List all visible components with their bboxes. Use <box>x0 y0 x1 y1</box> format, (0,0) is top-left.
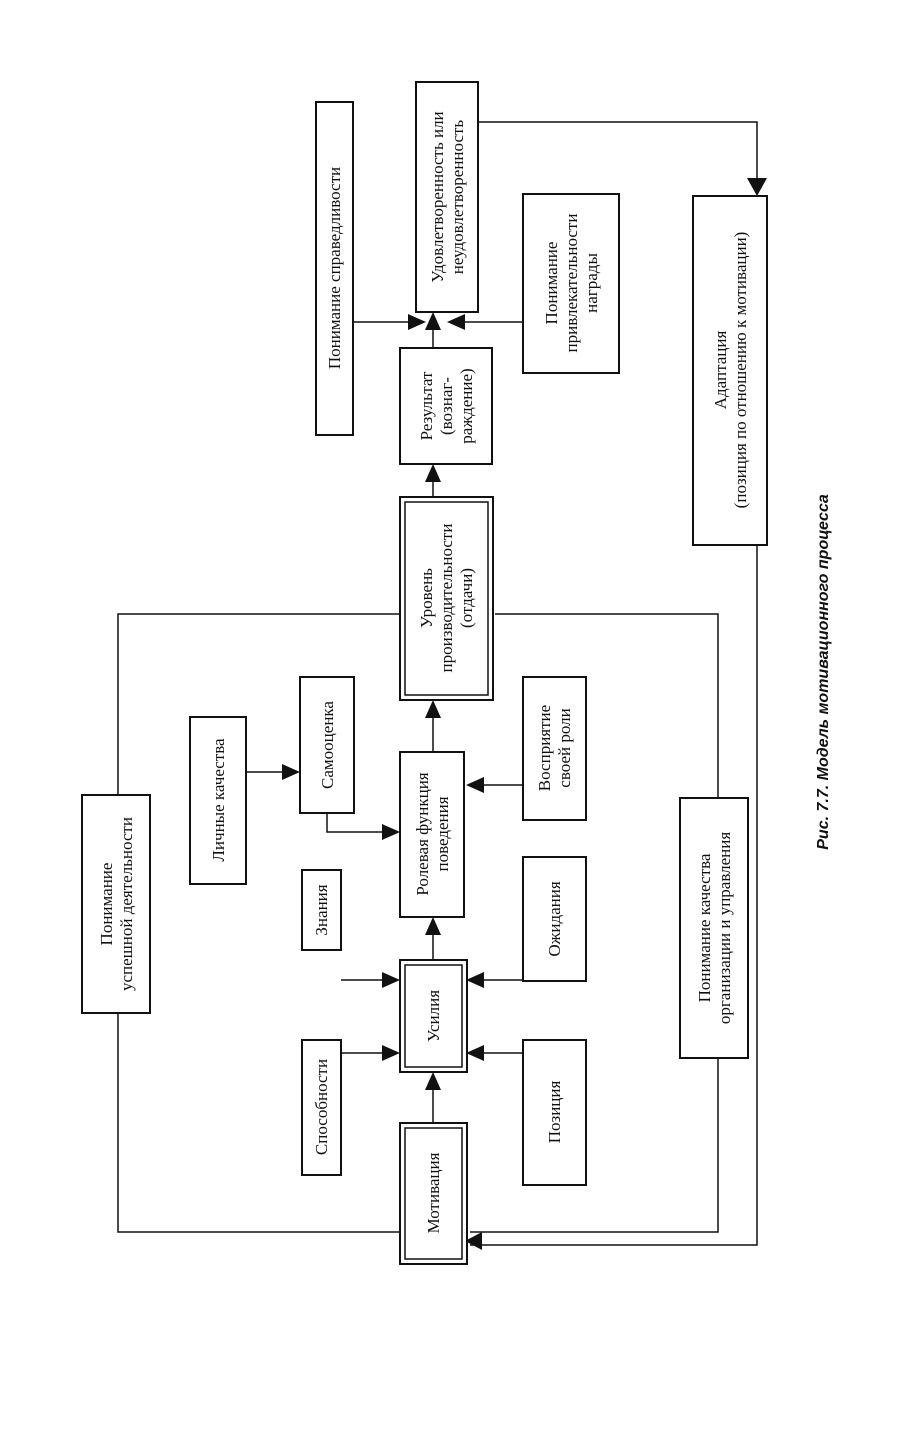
adaptation-bottom-line <box>470 545 758 1246</box>
motivation-box-inner <box>404 1127 463 1260</box>
performance-line-2: производительности <box>437 524 456 673</box>
role-behavior-box <box>399 751 465 918</box>
role-behavior-label: Ролевая функцияповедения <box>413 772 452 895</box>
arrow-into-performance <box>425 700 441 718</box>
arrow-abilities <box>382 1045 400 1061</box>
satisfaction-line-1: Удовлетворенность или <box>428 111 447 282</box>
arrow-reward <box>447 314 465 330</box>
arrow-knowledge <box>382 972 400 988</box>
reward-attractiveness-label: Пониманиепривлекательностинаграды <box>542 214 601 353</box>
satisfaction-label: Удовлетворенность илинеудовлетворенность <box>428 111 467 282</box>
personal-qualities-label: Личные качества <box>209 738 228 862</box>
reward-attractiveness-line-1: Понимание <box>542 242 561 325</box>
fairness-understanding-box <box>315 101 354 436</box>
arrowheads <box>282 178 767 1250</box>
position-line-1: Позиция <box>545 1081 564 1144</box>
performance-line-1: Уровень <box>417 568 436 628</box>
fairness-understanding-line-1: Понимание справедливости <box>325 167 344 369</box>
satisfaction-line-2: неудовлетворенность <box>448 120 467 275</box>
adaptation-line-1: Адаптация <box>711 331 730 410</box>
arrow-selfesteem-role <box>382 824 400 840</box>
expectations-label: Ожидания <box>545 881 564 957</box>
personal-qualities-line-1: Личные качества <box>209 738 228 862</box>
success-understanding-label: Пониманиеуспешной деятельности <box>97 817 136 991</box>
abilities-line-1: Способности <box>312 1059 331 1155</box>
figure-caption: Рис. 7.7. Модель мотивационного процесса <box>815 494 832 850</box>
adaptation-label: Адаптация(позиция по отношению к мотивац… <box>711 232 750 509</box>
role-perception-box <box>522 676 587 821</box>
boxes <box>81 81 768 1265</box>
arrow-roleperception <box>466 777 484 793</box>
arrow-position <box>466 1045 484 1061</box>
motivation-box <box>399 1122 468 1265</box>
performance-line-3: (отдачи) <box>457 568 476 628</box>
adaptation-box <box>692 195 768 546</box>
role-perception-line-1: Восприятие <box>535 705 554 791</box>
satisfaction-box <box>415 81 479 313</box>
adaptation-top-line <box>478 121 758 185</box>
role-behavior-line-2: поведения <box>433 796 452 871</box>
arrow-into-satisfaction <box>425 312 441 330</box>
selfesteem-to-role-line <box>326 813 388 833</box>
self-esteem-line-1: Самооценка <box>318 701 337 789</box>
expectations-line-1: Ожидания <box>545 881 564 957</box>
org-quality-understanding-label: Понимание качестваорганизации и управлен… <box>695 832 734 1025</box>
role-behavior-line-1: Ролевая функция <box>413 772 432 895</box>
arrow-fairness <box>408 314 426 330</box>
self-esteem-label: Самооценка <box>318 701 337 789</box>
knowledge-box <box>301 869 342 951</box>
self-esteem-box <box>299 676 355 814</box>
result-line-2: (вознаг- <box>437 377 456 435</box>
reward-attractiveness-line-2: привлекательности <box>562 214 581 353</box>
arrow-expectations <box>466 972 484 988</box>
performance-box <box>399 496 494 701</box>
position-box <box>522 1039 587 1186</box>
effort-label: Усилия <box>424 990 443 1042</box>
labels: Мотивация Усилия Ролевая функцияповедени… <box>97 111 832 1233</box>
org-quality-understanding-box <box>679 797 749 1059</box>
arrow-into-effort <box>425 1072 441 1090</box>
abilities-box <box>301 1039 342 1176</box>
result-label: Результат(вознаг-раждение) <box>417 368 476 443</box>
org-quality-understanding-line-2: организации и управления <box>715 832 734 1025</box>
arrow-into-role <box>425 917 441 935</box>
expectations-box <box>522 856 587 982</box>
result-line-1: Результат <box>417 371 436 440</box>
role-perception-label: Восприятиесвоей роли <box>535 705 574 791</box>
effort-box <box>399 959 468 1073</box>
knowledge-label: Знания <box>312 884 331 935</box>
fairness-understanding-label: Понимание справедливости <box>325 167 344 369</box>
performance-label: Уровеньпроизводительности(отдачи) <box>417 524 476 673</box>
reward-attractiveness-box <box>522 193 620 374</box>
org-quality-understanding-line-1: Понимание качества <box>695 853 714 1002</box>
performance-box-inner <box>404 501 489 696</box>
personal-qualities-box <box>189 716 247 885</box>
adaptation-line-2: (позиция по отношению к мотивации) <box>731 232 750 509</box>
role-perception-line-2: своей роли <box>555 708 574 787</box>
success-understanding-line-1: Понимание <box>97 863 116 946</box>
motivation-label: Мотивация <box>424 1152 443 1233</box>
abilities-label: Способности <box>312 1059 331 1155</box>
arrow-selfesteem <box>282 764 300 780</box>
motivation-line-1: Мотивация <box>424 1152 443 1233</box>
result-line-3: раждение) <box>457 368 476 443</box>
effort-box-inner <box>404 964 463 1068</box>
knowledge-line-1: Знания <box>312 884 331 935</box>
success-understanding-box <box>81 794 151 1014</box>
effort-line-1: Усилия <box>424 990 443 1042</box>
position-label: Позиция <box>545 1081 564 1144</box>
arrow-into-motivation <box>465 1232 482 1250</box>
result-box <box>399 347 493 465</box>
arrow-into-adaptation <box>747 178 767 196</box>
success-understanding-line-2: успешной деятельности <box>117 817 136 991</box>
reward-attractiveness-line-3: награды <box>582 253 601 313</box>
arrow-into-result <box>425 464 441 482</box>
